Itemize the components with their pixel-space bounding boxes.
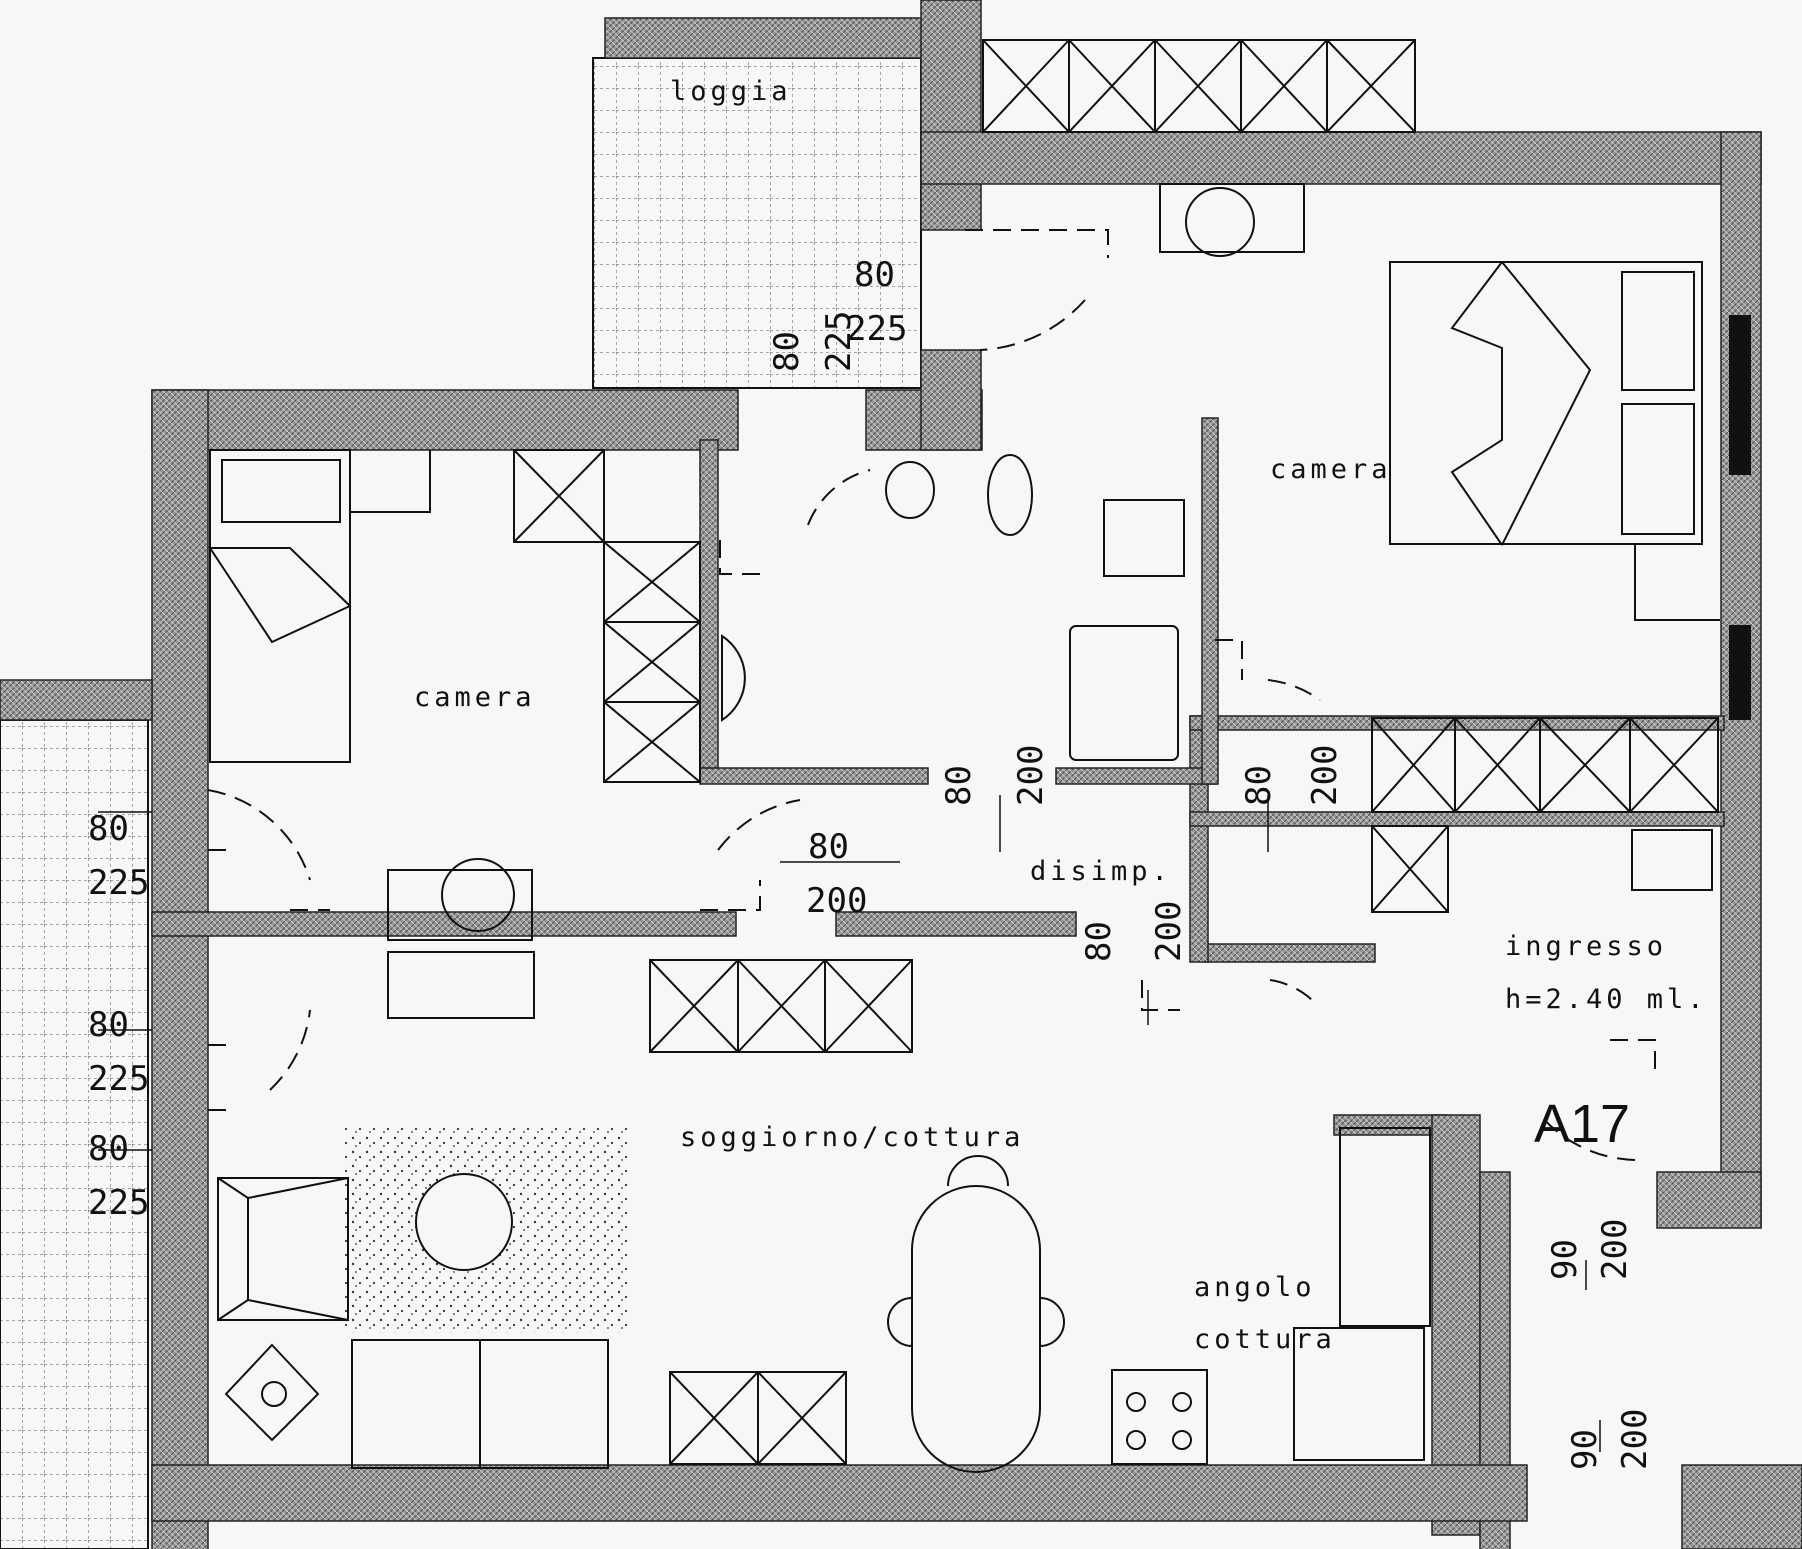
dim-disimp-door-w: 80 xyxy=(1079,921,1119,962)
dim-bath-door-h: 200 xyxy=(1011,745,1051,806)
dim-bath-door-w: 80 xyxy=(939,765,979,806)
loggia-left xyxy=(0,719,149,1549)
unit-label: A17 xyxy=(1534,1094,1630,1154)
room-label-ingresso-height: h=2.40 ml. xyxy=(1505,984,1708,1015)
room-label-cottura: cottura xyxy=(1194,1324,1336,1355)
dim-disimp-door-h: 200 xyxy=(1149,901,1189,962)
dim-window-3-w: 80 xyxy=(88,1129,129,1169)
dim-window-1-w: 80 xyxy=(88,809,129,849)
opening-dims xyxy=(98,795,1601,1452)
dim-right-door-w: 80 xyxy=(1239,765,1279,806)
room-label-camera-right: camera xyxy=(1270,454,1392,485)
dim-loggia-a-w: 80 xyxy=(854,255,895,295)
dim-camera-door-w: 80 xyxy=(808,827,849,867)
dim-lower-door-w: 90 xyxy=(1565,1429,1605,1470)
room-label-soggiorno: soggiorno/cottura xyxy=(680,1122,1024,1153)
room-label-disimpegno: disimp. xyxy=(1030,856,1172,887)
dim-loggia-b-w: 80 xyxy=(767,331,807,372)
dim-entry-door-w: 90 xyxy=(1545,1239,1585,1280)
dim-window-2-w: 80 xyxy=(88,1005,129,1045)
room-label-loggia: loggia xyxy=(670,76,792,107)
window-bar xyxy=(1729,625,1751,720)
room-label-camera-left: camera xyxy=(414,682,536,713)
loggia-top xyxy=(592,57,922,389)
dim-window-3-h: 225 xyxy=(88,1183,149,1223)
room-label-ingresso: ingresso xyxy=(1505,931,1667,962)
dim-entry-door-h: 200 xyxy=(1595,1219,1635,1280)
room-label-angolo: angolo xyxy=(1194,1272,1316,1303)
wardrobes xyxy=(513,39,1719,1465)
dim-loggia-b-h: 225 xyxy=(819,311,859,372)
dim-lower-door-h: 200 xyxy=(1615,1409,1655,1470)
dim-right-door-h: 200 xyxy=(1305,745,1345,806)
door-swings xyxy=(207,229,1656,1161)
window-bar xyxy=(1729,315,1751,475)
dim-window-2-h: 225 xyxy=(88,1059,149,1099)
dim-loggia-a-h: 225 xyxy=(846,309,907,349)
furniture xyxy=(208,183,1720,1473)
dim-camera-door-h: 200 xyxy=(806,881,867,921)
dim-window-1-h: 225 xyxy=(88,863,149,903)
